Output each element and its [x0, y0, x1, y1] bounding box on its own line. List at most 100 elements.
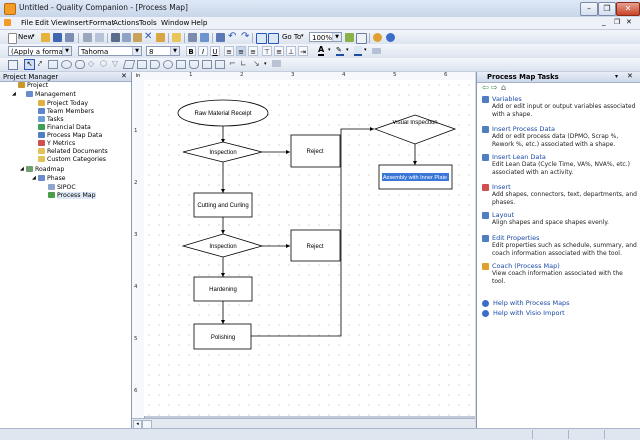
chevron-down-icon[interactable]: ▼: [170, 47, 179, 55]
task-title-link[interactable]: Insert: [492, 183, 511, 191]
open-icon[interactable]: [41, 33, 50, 42]
tree-item[interactable]: Y Metrics: [38, 140, 75, 148]
hexagon-tool-icon[interactable]: ⬡: [100, 59, 107, 68]
chevron-down-icon[interactable]: ▾: [301, 33, 304, 39]
line-color-icon[interactable]: ✎: [336, 46, 344, 56]
home-icon[interactable]: ⌂: [501, 83, 507, 92]
document-tool-icon[interactable]: [137, 60, 147, 69]
rectangle-tool-icon[interactable]: [48, 60, 58, 69]
decision-tool-icon[interactable]: ◇: [88, 59, 95, 68]
print-icon[interactable]: [65, 33, 74, 42]
tree-item[interactable]: Related Documents: [38, 148, 108, 156]
hardening-box[interactable]: [193, 276, 253, 302]
close-icon[interactable]: ✕: [627, 72, 633, 80]
terminator-tool-icon[interactable]: [75, 60, 85, 69]
chevron-down-icon[interactable]: ▾: [346, 47, 349, 53]
task-title-link[interactable]: Coach (Process Map): [492, 262, 560, 270]
drawing-page[interactable]: Raw Material Receipt Inspection Reject C…: [144, 80, 475, 416]
align-center-icon[interactable]: ≡: [236, 46, 246, 56]
redo-icon[interactable]: ↷: [241, 31, 250, 42]
menu-tools[interactable]: Tools: [139, 18, 157, 27]
tree-item[interactable]: Project: [18, 82, 48, 90]
chevron-down-icon[interactable]: ▾: [615, 73, 619, 80]
maximize-button[interactable]: ❐: [598, 2, 616, 16]
expand-arrow-icon[interactable]: ◢: [20, 166, 24, 172]
database-tool-icon[interactable]: [189, 60, 199, 69]
expand-arrow-icon[interactable]: ◢: [12, 91, 16, 97]
zoom-in-icon[interactable]: [345, 33, 354, 42]
expand-arrow-icon[interactable]: ◢: [32, 175, 36, 181]
menu-view[interactable]: View: [51, 18, 69, 27]
tree-item[interactable]: Tasks: [38, 116, 64, 124]
fill-color-icon[interactable]: [354, 46, 362, 56]
delay-tool-icon[interactable]: [150, 60, 160, 69]
help-icon[interactable]: [386, 33, 395, 42]
format-painter-icon[interactable]: [156, 33, 165, 42]
align-right-icon[interactable]: ≡: [248, 46, 258, 56]
tree-item[interactable]: Phase: [38, 175, 65, 183]
tree-item[interactable]: Process Map: [48, 192, 96, 200]
cut-icon[interactable]: [111, 33, 120, 42]
help-process-maps-link[interactable]: Help with Process Maps: [493, 299, 570, 307]
tree-item[interactable]: Management: [26, 91, 76, 99]
zoom-select[interactable]: 100% ▼: [309, 32, 342, 42]
visual-inspection-diamond[interactable]: [373, 114, 457, 145]
task-pane-icon[interactable]: [256, 33, 267, 44]
chevron-down-icon[interactable]: ▼: [62, 47, 71, 55]
inspection1-diamond[interactable]: [182, 141, 263, 163]
chevron-down-icon[interactable]: ▼: [332, 33, 341, 41]
style-select[interactable]: (Apply a format) ▼: [8, 46, 72, 56]
close-icon[interactable]: ✕: [121, 72, 127, 80]
replace-icon[interactable]: [200, 33, 209, 42]
forward-icon[interactable]: ⇨: [491, 83, 498, 92]
fit-page-icon[interactable]: [356, 33, 367, 44]
undo-icon[interactable]: ↶: [228, 31, 237, 42]
task-title-link[interactable]: Layout: [492, 211, 515, 219]
menu-edit[interactable]: Edit: [35, 18, 49, 27]
underline-button[interactable]: U: [210, 46, 220, 56]
menu-window[interactable]: Window: [161, 18, 190, 27]
paste-icon[interactable]: [133, 33, 142, 42]
task-title-link[interactable]: Insert Process Data: [492, 125, 555, 133]
save-icon[interactable]: [53, 33, 62, 42]
bulb-icon[interactable]: [172, 33, 181, 42]
pointer-icon[interactable]: ↖: [24, 59, 35, 70]
tree-item[interactable]: Roadmap: [26, 166, 64, 174]
manual-input-icon[interactable]: [202, 60, 212, 69]
menu-insert[interactable]: Insert: [68, 18, 89, 27]
process-tool-icon[interactable]: [215, 60, 225, 69]
chevron-down-icon[interactable]: ▾: [364, 47, 367, 53]
page-setup-icon[interactable]: [95, 33, 104, 42]
spelling-icon[interactable]: [216, 33, 225, 42]
inspection2-diamond[interactable]: [181, 233, 264, 258]
mdi-restore-icon[interactable]: ❐: [614, 18, 621, 26]
tree-item[interactable]: Custom Categories: [38, 156, 106, 164]
align-middle-icon[interactable]: ≡: [274, 46, 284, 56]
chevron-down-icon[interactable]: ▼: [132, 47, 141, 55]
tree-item[interactable]: Team Members: [38, 108, 94, 116]
menu-file[interactable]: File: [21, 18, 34, 27]
chevron-down-icon[interactable]: ▾: [328, 47, 331, 53]
tree-item[interactable]: Project Today: [38, 100, 88, 108]
new-icon[interactable]: [8, 33, 17, 44]
minimize-button[interactable]: –: [580, 2, 598, 16]
indent-icon[interactable]: ⇥: [298, 46, 308, 56]
bracket-tool-icon[interactable]: ∟: [240, 59, 247, 68]
find-icon[interactable]: [188, 33, 197, 42]
mdi-close-icon[interactable]: ✕: [626, 18, 632, 26]
task-title-link[interactable]: Variables: [492, 95, 522, 103]
line-style-icon[interactable]: [372, 48, 381, 54]
reject2-box[interactable]: [290, 229, 341, 262]
text-tool-icon[interactable]: [272, 60, 281, 67]
font-select[interactable]: Tahoma ▼: [78, 46, 142, 56]
menu-format[interactable]: Format: [89, 18, 115, 27]
tree-item[interactable]: SIPOC: [48, 184, 76, 192]
chevron-down-icon[interactable]: ▾: [264, 61, 267, 67]
tree-item[interactable]: Financial Data: [38, 124, 91, 132]
font-color-icon[interactable]: A: [318, 45, 325, 56]
new-button-label[interactable]: New: [18, 33, 34, 41]
align-left-icon[interactable]: ≡: [224, 46, 234, 56]
start-ellipse[interactable]: [177, 99, 269, 127]
align-top-icon[interactable]: ⊤: [262, 46, 272, 56]
connector-icon[interactable]: ⤤: [38, 60, 42, 68]
